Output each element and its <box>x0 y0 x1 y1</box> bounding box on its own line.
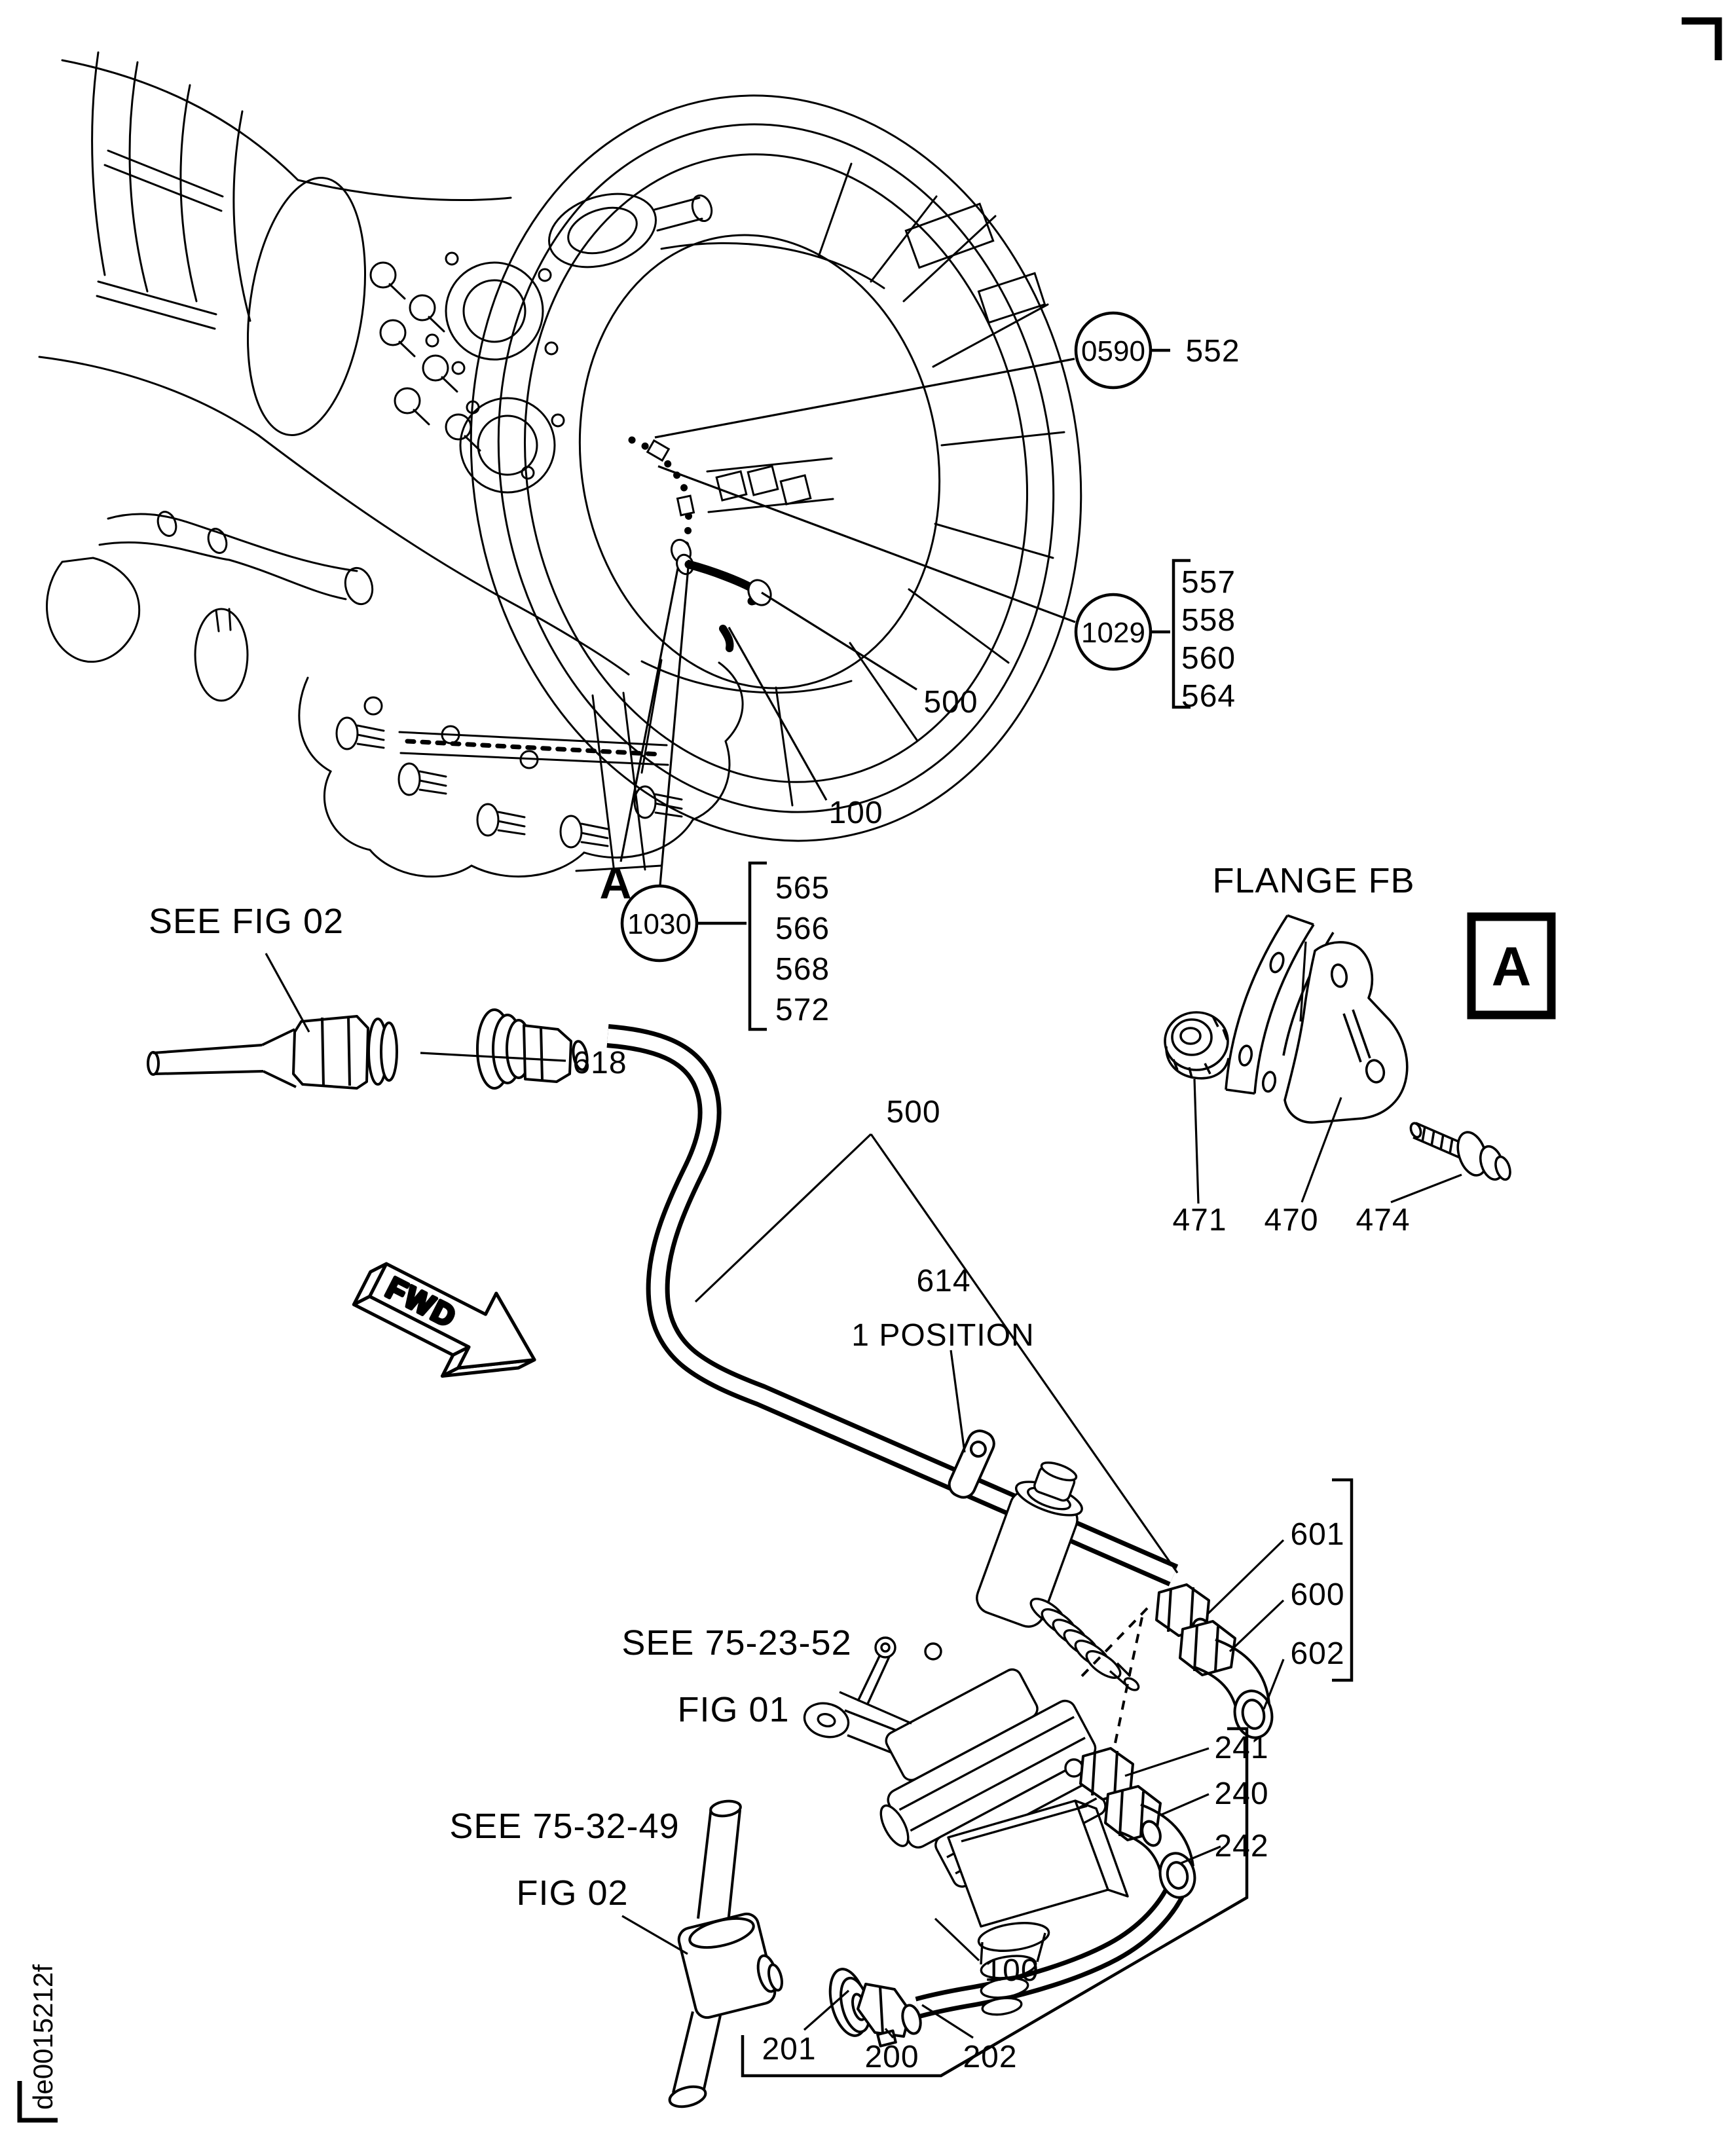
label-572: 572 <box>775 993 830 1027</box>
detail-a-box <box>1467 912 1556 1020</box>
label-614: 614 <box>916 1264 970 1298</box>
detail-a-artwork <box>1164 914 1511 1181</box>
labels: 0590 552 1029 557 558 560 564 500 100 A … <box>149 334 1414 2074</box>
label-552: 552 <box>1185 334 1240 369</box>
page-corner-mark-bottom-left <box>17 2081 58 2123</box>
tube-500 <box>606 1024 1179 1587</box>
bracket-601-602 <box>1332 1478 1354 1682</box>
label-601: 601 <box>1290 1517 1344 1552</box>
label-100-upper: 100 <box>828 796 883 830</box>
label-200: 200 <box>864 2040 919 2074</box>
page-corner-mark-top-right <box>1682 17 1722 60</box>
engine-illustration <box>38 51 1082 878</box>
label-471: 471 <box>1172 1203 1227 1238</box>
caption-fig02: FIG 02 <box>516 1873 628 1913</box>
callout-1029: 1029 <box>1081 617 1145 649</box>
fwd-arrow: FWD <box>352 1262 536 1378</box>
assembly-dashed-lines <box>1077 1607 1149 1753</box>
label-241: 241 <box>1214 1731 1268 1765</box>
label-240: 240 <box>1214 1776 1268 1811</box>
label-564: 564 <box>1181 679 1236 714</box>
detail-a-box-letter: A <box>1492 936 1532 997</box>
label-100-lower: 100 <box>984 1953 1039 1988</box>
label-602: 602 <box>1290 1636 1344 1671</box>
fitting-618-group <box>147 1008 589 1090</box>
label-500-lower: 500 <box>886 1095 940 1130</box>
caption-see-75-23-52: SEE 75-23-52 <box>621 1623 851 1663</box>
callout-1030: 1030 <box>627 908 692 940</box>
label-565: 565 <box>775 871 830 906</box>
document-code: de0015212f <box>28 1964 58 2110</box>
caption-see-75-32-49: SEE 75-32-49 <box>449 1807 679 1846</box>
group-brackets <box>697 348 1354 2078</box>
label-560: 560 <box>1181 641 1236 676</box>
elbow-600-group <box>1155 1583 1274 1739</box>
fitting-200-group <box>828 1968 922 2048</box>
label-558: 558 <box>1181 603 1236 638</box>
label-202: 202 <box>963 2040 1017 2074</box>
bracket-1030 <box>748 861 767 1031</box>
callout-dashes <box>697 348 1170 925</box>
label-474: 474 <box>1356 1203 1410 1238</box>
label-618: 618 <box>572 1046 627 1080</box>
tee-assembly <box>668 1799 783 2108</box>
tube-100 <box>915 1879 1189 2019</box>
caption-see-fig02: SEE FIG 02 <box>149 902 344 941</box>
bracket-1029 <box>1172 559 1191 709</box>
clamp-614-part <box>948 1429 995 1499</box>
label-1-position: 1 POSITION <box>851 1318 1034 1353</box>
label-600: 600 <box>1290 1577 1344 1612</box>
caption-flange-fb: FLANGE FB <box>1212 861 1414 900</box>
bolt-474-part <box>1409 1122 1511 1181</box>
label-568: 568 <box>775 952 830 987</box>
bracket-240-242-and-200s <box>741 1727 1249 2078</box>
label-201: 201 <box>762 2032 816 2067</box>
leader-lines <box>265 358 1462 2039</box>
nut-471-part <box>1164 1011 1230 1080</box>
label-242: 242 <box>1214 1829 1268 1864</box>
label-470: 470 <box>1264 1203 1318 1238</box>
fitting-240-group <box>1079 1747 1196 1899</box>
label-view-a: A <box>599 858 631 908</box>
callout-circles <box>620 311 1153 963</box>
caption-fig01: FIG 01 <box>677 1690 789 1729</box>
callout-0590: 0590 <box>1081 335 1145 367</box>
label-566: 566 <box>775 911 830 946</box>
label-557: 557 <box>1181 565 1236 600</box>
installed-hose-dark <box>684 560 763 606</box>
label-500-upper: 500 <box>923 685 978 720</box>
